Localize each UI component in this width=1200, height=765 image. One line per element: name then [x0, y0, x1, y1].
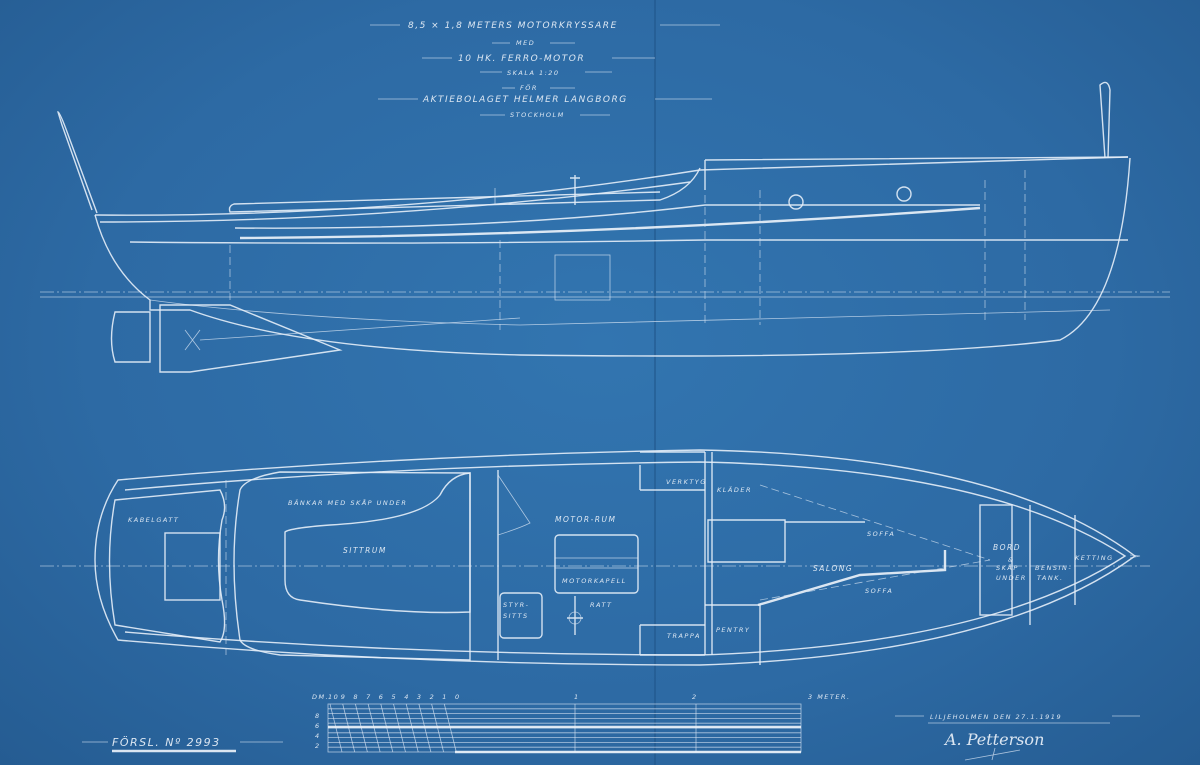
title-line-2: MED — [516, 39, 535, 47]
label-trappa: TRAPPA — [667, 632, 701, 640]
scale-tick-dm: 1 — [442, 693, 448, 701]
scale-side-6: 6 — [315, 722, 321, 730]
title-line-3: 10 HK. FERRO-MOTOR — [458, 54, 585, 64]
plan-labels: KABELGATT BÄNKAR MED SKÅP UNDER SITTRUM … — [128, 478, 1114, 640]
drawing-number-block: FÖRSL. Nº 2993 — [82, 736, 283, 753]
label-salong: SALONG — [813, 564, 853, 573]
scale-tick-dm: 0 — [455, 693, 461, 701]
label-sittrum: SITTRUM — [343, 546, 387, 555]
scale-tick-dm: 3 — [417, 693, 423, 701]
label-pentry: PENTRY — [716, 626, 750, 634]
label-skap: SKÅP — [996, 563, 1019, 572]
label-bord: BORD — [993, 543, 1021, 552]
scale-tick-dm: 10 — [328, 693, 339, 701]
scale-tick-dm: 7 — [366, 693, 372, 701]
scale-tick-dm: 9 — [341, 693, 347, 701]
place-date: LILJEHOLMEN DEN 27.1.1919 — [930, 713, 1062, 721]
label-kabelgatt: KABELGATT — [128, 516, 179, 524]
label-under: UNDER — [996, 574, 1027, 582]
scale-tick-dm: 5 — [392, 693, 398, 701]
title-block: 8,5 × 1,8 METERS MOTORKRYSSARE MED 10 HK… — [370, 21, 720, 119]
label-bensin: BENSIN- — [1035, 564, 1072, 572]
scale-tick-1m: 1 — [574, 693, 580, 701]
label-soffa-bottom: SOFFA — [865, 587, 893, 595]
title-line-7: STOCKHOLM — [510, 111, 565, 119]
drawing-number: FÖRSL. Nº 2993 — [112, 736, 221, 749]
label-verktyg: VERKTYG — [666, 478, 707, 486]
title-line-4: SKALA 1:20 — [507, 69, 560, 77]
label-sitts: SITTS — [503, 612, 529, 620]
side-elevation — [40, 81, 1170, 373]
label-skap-amp: & — [1008, 556, 1015, 564]
label-tank: TANK. — [1037, 574, 1064, 582]
label-soffa-top: SOFFA — [867, 530, 895, 538]
scale-side-2: 2 — [315, 742, 321, 750]
plan-view — [40, 449, 1150, 666]
scale-side-4: 4 — [315, 732, 321, 740]
title-line-1: 8,5 × 1,8 METERS MOTORKRYSSARE — [408, 21, 618, 31]
label-ketting: KETTING — [1075, 554, 1114, 562]
scale-tick-dm: 6 — [379, 693, 385, 701]
scale-tick-dm: 8 — [353, 693, 359, 701]
label-bankar: BÄNKAR MED SKÅP UNDER — [288, 498, 407, 507]
scale-end-label: 3 METER. — [808, 693, 851, 701]
label-ratt: RATT — [590, 601, 612, 609]
scale-tick-dm: 4 — [404, 693, 410, 701]
label-motor-rum: MOTOR-RUM — [555, 515, 616, 524]
scale-tick-2m: 2 — [692, 693, 698, 701]
label-klader: KLÄDER — [717, 485, 752, 494]
signature-block: LILJEHOLMEN DEN 27.1.1919 A. Petterson — [895, 713, 1140, 761]
scale-side-8: 8 — [315, 712, 321, 720]
title-line-5: FÖR — [520, 83, 538, 92]
label-styr: STYR- — [503, 601, 529, 609]
scale-unit-dm: DM. — [312, 693, 329, 701]
scale-tick-dm: 2 — [430, 693, 436, 701]
title-line-6: AKTIEBOLAGET HELMER LANGBORG — [422, 95, 628, 105]
label-motorkapell: MOTORKAPELL — [562, 577, 627, 585]
signature: A. Petterson — [943, 730, 1044, 749]
